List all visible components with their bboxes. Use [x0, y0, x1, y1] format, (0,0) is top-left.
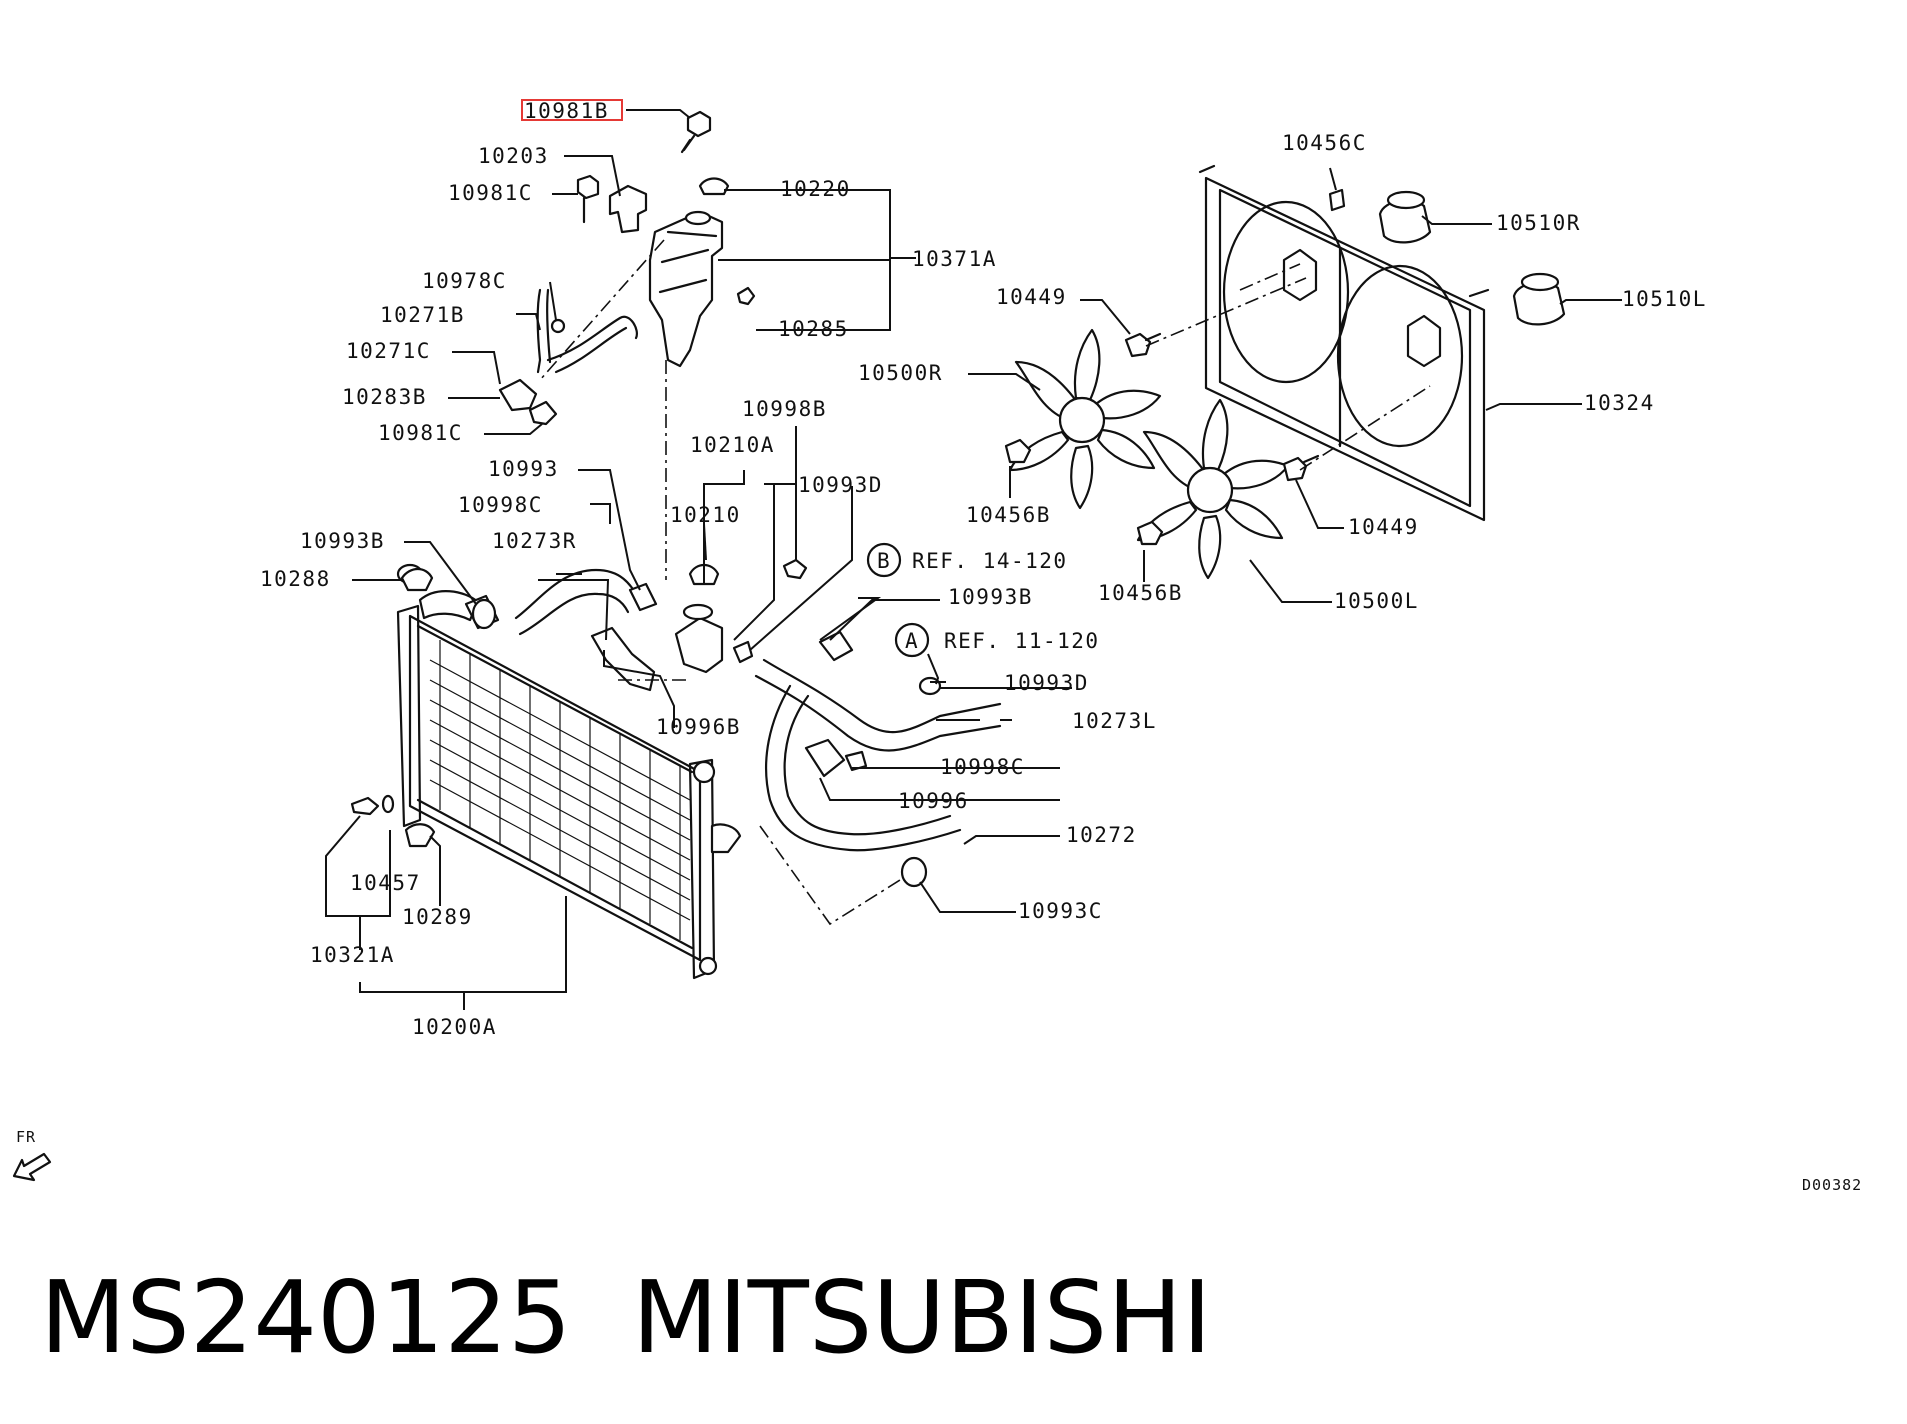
label-10289: 10289 — [402, 905, 473, 929]
fan-shroud-drawing — [1198, 164, 1490, 522]
label-10210A: 10210A — [690, 433, 775, 457]
bolt-10981C-top-drawing — [576, 174, 600, 224]
label-10210: 10210 — [670, 503, 741, 527]
bolt-10981B-drawing — [680, 110, 712, 154]
label-10500R: 10500R — [858, 361, 943, 385]
ref-b-circle — [866, 542, 902, 578]
caption-brand: MITSUBISHI — [632, 1259, 1212, 1376]
label-10203: 10203 — [478, 144, 549, 168]
label-10998B: 10998B — [742, 397, 827, 421]
overflow-hose-drawing — [498, 288, 638, 426]
fan-motor-10510R-drawing — [1378, 190, 1432, 244]
label-10993D-top: 10993D — [798, 473, 883, 497]
front-direction-marker: FR — [12, 1128, 52, 1182]
label-10273R: 10273R — [492, 529, 577, 553]
label-10271C: 10271C — [346, 339, 431, 363]
fan-motor-10510L-drawing — [1512, 272, 1566, 326]
ref-a-text: REF. 11-120 — [944, 629, 1100, 653]
assembly-dash-lines — [539, 239, 1431, 926]
label-10456C: 10456C — [1282, 131, 1367, 155]
label-10993D-mid: 10993D — [1004, 671, 1089, 695]
diagram-code: D00382 — [1802, 1176, 1862, 1194]
label-10271B: 10271B — [380, 303, 465, 327]
leader-lines — [325, 109, 1622, 1010]
label-10324: 10324 — [1584, 391, 1655, 415]
reservoir-tank-drawing — [648, 177, 756, 368]
label-10321A: 10321A — [310, 943, 395, 967]
part-labels: 10981B 10203 10981C 10220 10371A 10978C … — [260, 99, 1707, 1039]
label-10981B: 10981B — [524, 99, 609, 123]
label-10996: 10996 — [898, 789, 969, 813]
highlight-box — [521, 99, 623, 121]
filler-neck-drawing — [590, 558, 808, 692]
ref-a-letter: A — [905, 629, 919, 653]
label-10500L: 10500L — [1334, 589, 1419, 613]
caption: MS240125 MITSUBISHI — [40, 1259, 1212, 1376]
fan-fasteners-drawing — [1004, 332, 1320, 546]
clip-10456C-drawing — [1328, 188, 1346, 212]
ref-a-circle — [894, 622, 930, 658]
label-10510R: 10510R — [1496, 211, 1581, 235]
label-10285: 10285 — [778, 317, 849, 341]
label-10457: 10457 — [350, 871, 421, 895]
radiator-bolts-drawing — [350, 567, 436, 848]
label-10998C-left: 10998C — [458, 493, 543, 517]
label-10981C-top: 10981C — [448, 181, 533, 205]
label-10200A: 10200A — [412, 1015, 497, 1039]
label-10273L: 10273L — [1072, 709, 1157, 733]
label-10283B: 10283B — [342, 385, 427, 409]
label-10978C: 10978C — [422, 269, 507, 293]
ref-b-letter: B — [877, 549, 891, 573]
label-10993C: 10993C — [1018, 899, 1103, 923]
label-10288: 10288 — [260, 567, 331, 591]
label-10510L: 10510L — [1622, 287, 1707, 311]
ref-b-text: REF. 14-120 — [912, 549, 1068, 573]
label-10456B-right: 10456B — [1098, 581, 1183, 605]
label-10220: 10220 — [780, 177, 851, 201]
label-10371A: 10371A — [912, 247, 997, 271]
lower-hose-drawing — [754, 630, 1002, 888]
label-10998C-right: 10998C — [940, 755, 1025, 779]
label-10996B: 10996B — [656, 715, 741, 739]
label-10456B-left: 10456B — [966, 503, 1051, 527]
label-10449-top: 10449 — [996, 285, 1067, 309]
fr-label: FR — [16, 1128, 36, 1146]
bracket-10203-drawing — [608, 184, 648, 234]
label-10449-bottom: 10449 — [1348, 515, 1419, 539]
label-10993B-right: 10993B — [948, 585, 1033, 609]
fan-10500L-drawing — [1136, 398, 1290, 580]
caption-part-number: MS240125 — [40, 1259, 572, 1376]
label-10981C-mid: 10981C — [378, 421, 463, 445]
label-10272: 10272 — [1066, 823, 1137, 847]
reference-callouts: B REF. 14-120 A REF. 11-120 — [866, 542, 1100, 658]
label-10993B-left: 10993B — [300, 529, 385, 553]
front-arrow-icon — [12, 1152, 52, 1182]
fan-10500R-drawing — [1008, 328, 1162, 510]
label-10993: 10993 — [488, 457, 559, 481]
